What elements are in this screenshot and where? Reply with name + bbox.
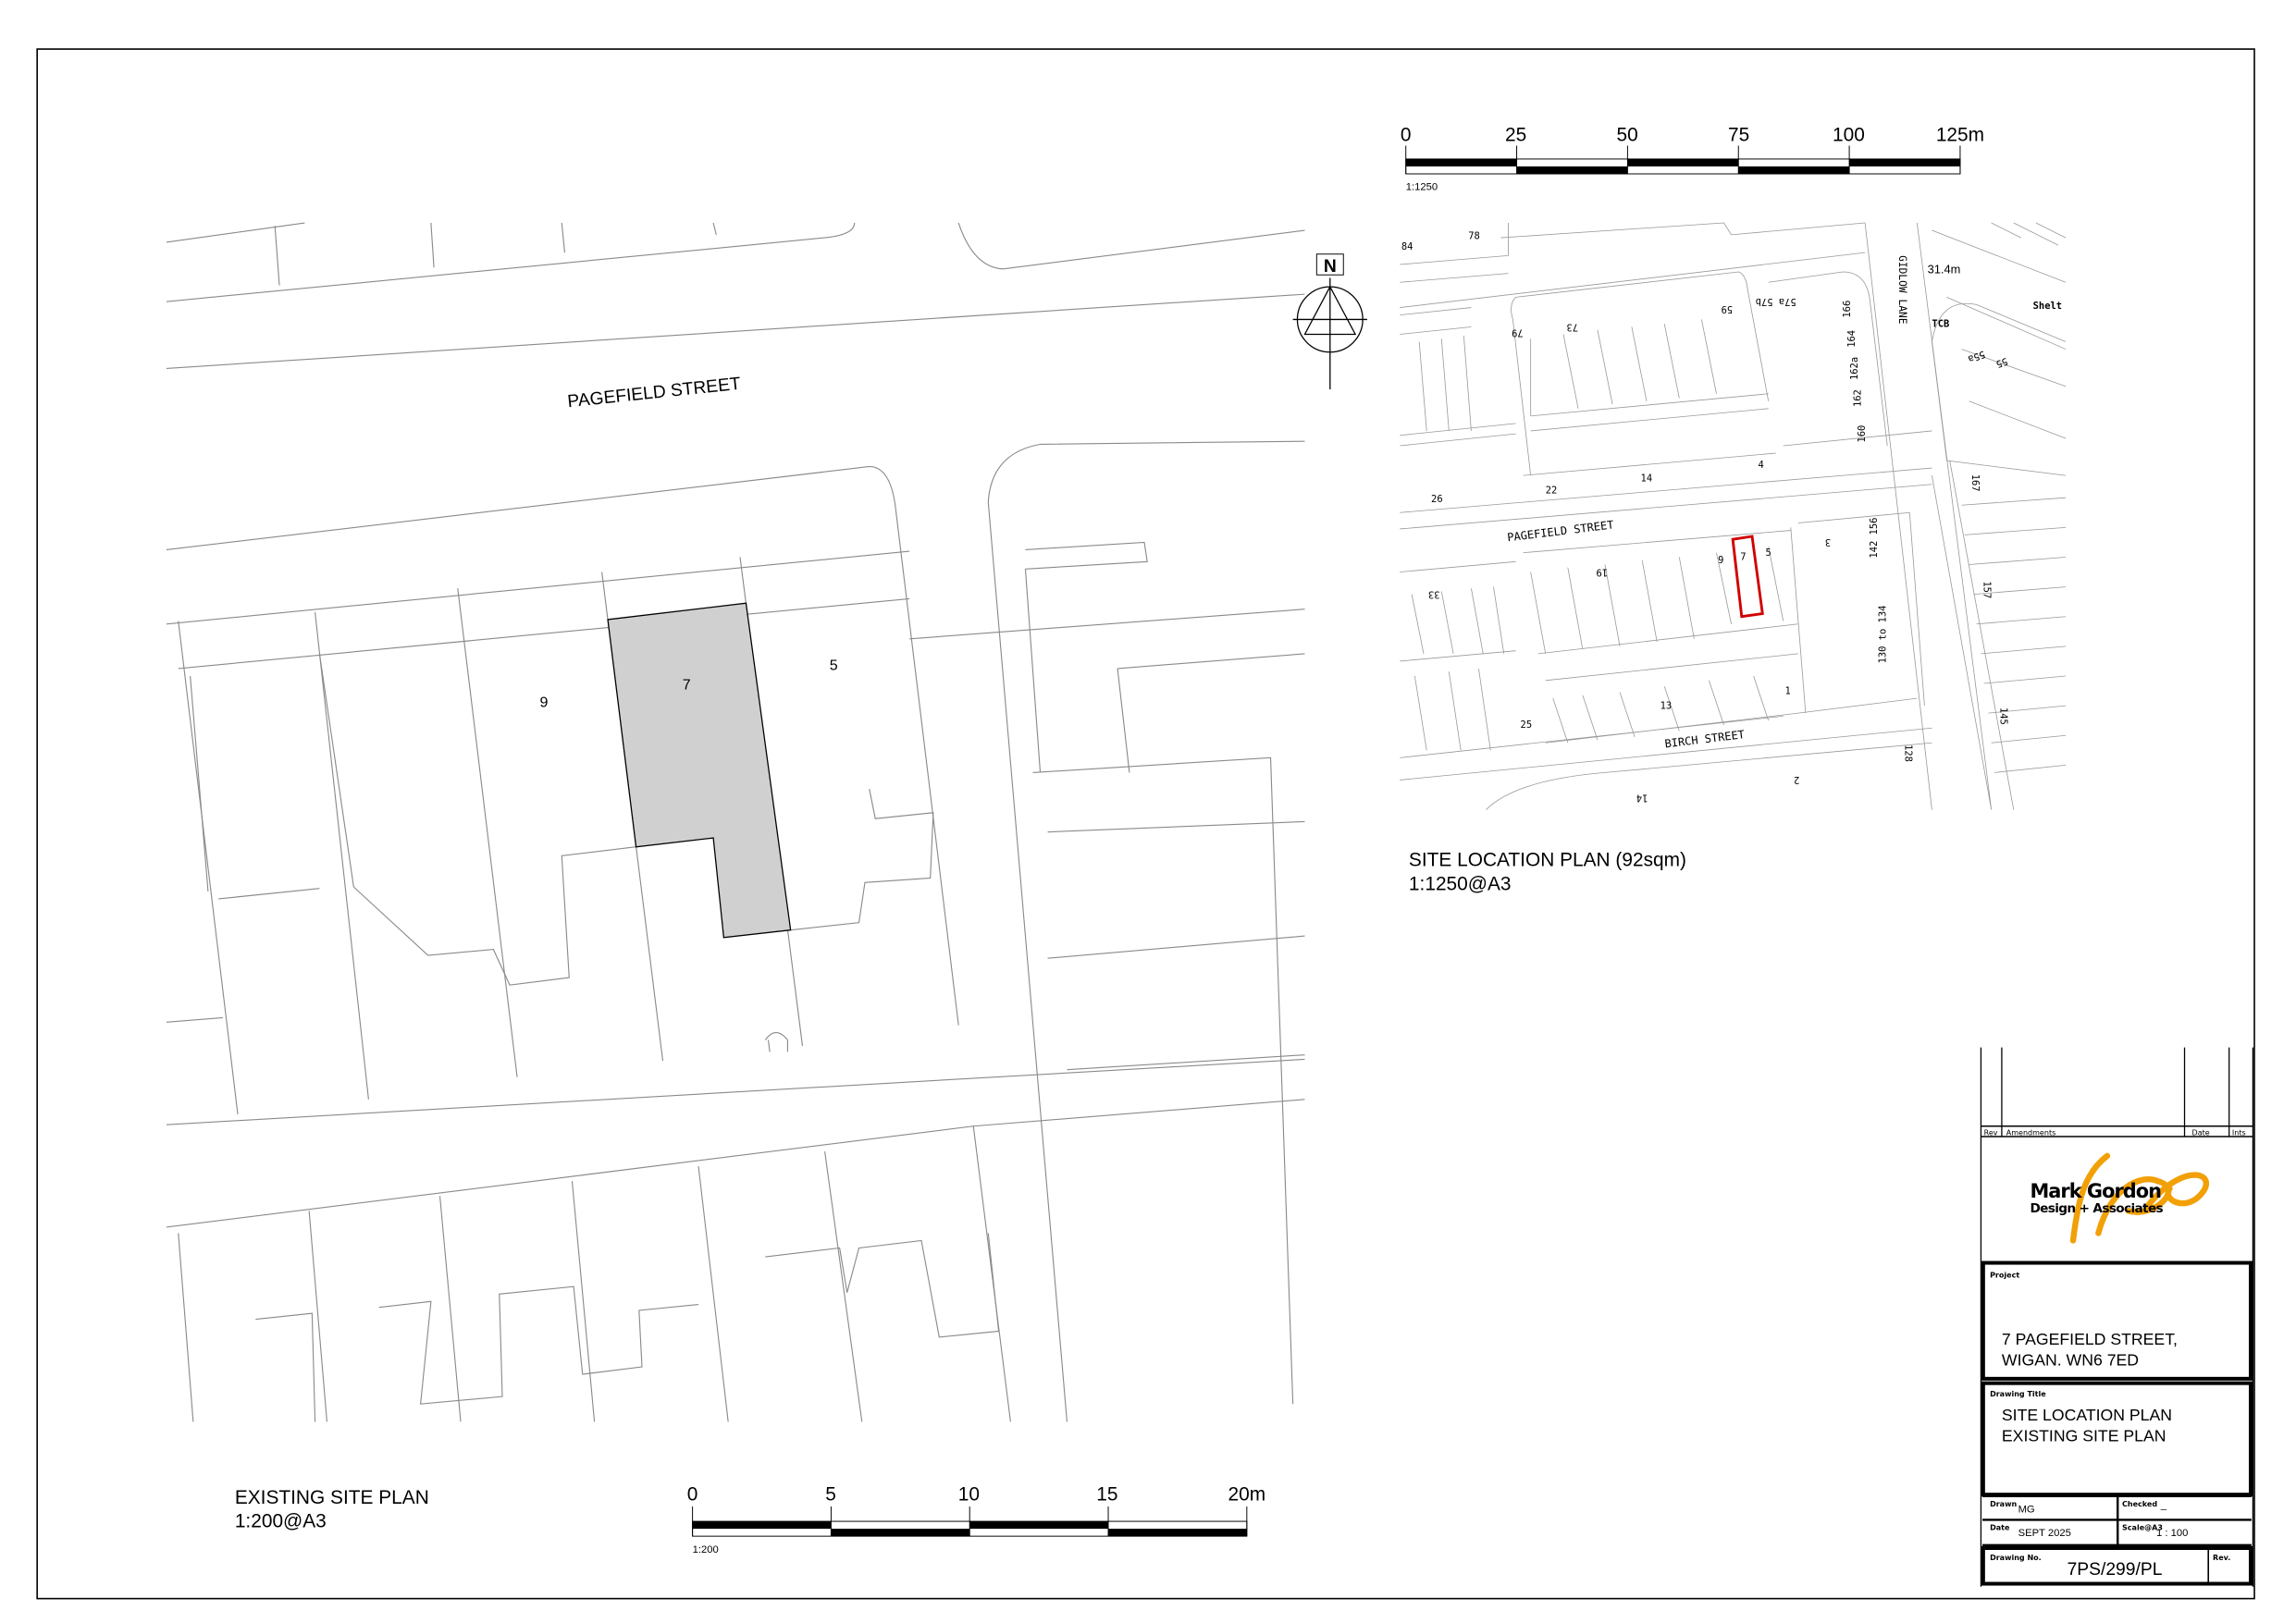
street-label-gidlow: GIDLOW LANE	[1896, 255, 1908, 325]
drawn-value: MG	[2018, 1504, 2035, 1515]
location-plan-scale: 1:1250@A3	[1409, 873, 1512, 894]
plot-label-7: 7	[683, 676, 691, 693]
map-label: 3	[1825, 536, 1831, 547]
map-label: 9	[1718, 555, 1723, 566]
map-label: 31.4m	[1928, 263, 1961, 277]
checked-label: Checked	[2122, 1500, 2157, 1508]
scale-tick: 125m	[1936, 125, 1984, 146]
location-map-linework	[1400, 222, 2067, 810]
rev-label: Rev.	[2213, 1554, 2230, 1562]
site-plan-scale: 1:200@A3	[235, 1510, 327, 1531]
sheet-border	[36, 48, 2255, 1600]
project-label: Project	[1990, 1272, 2019, 1280]
amend-header-date: Date	[2192, 1128, 2210, 1137]
scale-tick: 50	[1616, 125, 1637, 146]
street-label-pagefield-location: PAGEFIELD STREET	[1507, 518, 1615, 544]
map-label: 162a	[1849, 357, 1860, 380]
map-label: 59	[1722, 303, 1734, 314]
amend-header-rev: Rev	[1984, 1128, 1998, 1137]
location-plan-title: SITE LOCATION PLAN (92sqm)	[1409, 850, 1686, 871]
scale-tick: 0	[687, 1484, 698, 1506]
map-label: 166	[1842, 301, 1853, 318]
map-label: 79	[1512, 327, 1524, 338]
scale-ratio: 1:200	[693, 1544, 719, 1555]
location-scale-bar-1-1250: 0 25 50 75 100 125m 1:1250	[1401, 125, 1984, 193]
scale-tick: 5	[825, 1484, 836, 1506]
map-label: 57a 57b	[1756, 296, 1796, 307]
scale-tick: 20m	[1228, 1484, 1266, 1506]
map-label: 55	[1994, 355, 2009, 370]
map-label: 164	[1846, 330, 1858, 348]
scale-tick: 75	[1728, 125, 1749, 146]
map-label: 7	[1740, 552, 1746, 563]
map-label: 84	[1401, 241, 1413, 252]
map-label: 25	[1521, 719, 1533, 731]
map-label: 142 156	[1869, 518, 1880, 559]
map-label: 128	[1902, 744, 1913, 762]
plot-label-9: 9	[540, 695, 549, 711]
drawing-title-line1: SITE LOCATION PLAN	[2002, 1406, 2172, 1424]
scale-tick: 100	[1833, 125, 1865, 146]
site-location-outline	[1731, 535, 1764, 619]
site-plan-title: EXISTING SITE PLAN	[235, 1487, 429, 1508]
logo-line1: Mark Gordon	[2030, 1180, 2161, 1202]
logo-line2: Design + Associates	[2030, 1201, 2163, 1216]
map-label: 55a	[1967, 349, 1987, 365]
map-label: 13	[1660, 700, 1673, 711]
map-label: 167	[1969, 474, 1981, 492]
drawing-title-line2: EXISTING SITE PLAN	[2002, 1426, 2166, 1445]
map-label: 162	[1852, 389, 1863, 407]
map-label: 78	[1468, 231, 1480, 242]
scale-tick: 10	[958, 1484, 980, 1506]
logo-swash	[2069, 1152, 2209, 1244]
company-logo: Mark Gordon Design + Associates	[2030, 1152, 2209, 1244]
map-label: 160	[1857, 425, 1868, 443]
checked-value: _	[2160, 1500, 2167, 1511]
scale-ratio: 1:1250	[1406, 182, 1438, 193]
north-arrow-icon: N	[1292, 253, 1367, 389]
amend-header-ints: Ints	[2232, 1128, 2246, 1137]
existing-site-plan: PAGEFIELD STREET 9 7 5 N EXISTING SITE P…	[166, 222, 1367, 1555]
drawn-label: Drawn	[1990, 1500, 2017, 1508]
map-label: 14	[1636, 793, 1648, 804]
scale-tick: 0	[1401, 125, 1412, 146]
scale-tick: 15	[1096, 1484, 1117, 1506]
drawing-title-label: Drawing Title	[1990, 1390, 2046, 1398]
map-label: 145	[1997, 707, 2008, 725]
street-label-pagefield: PAGEFIELD STREET	[566, 375, 741, 412]
scale-label: Scale@A3	[2122, 1524, 2163, 1532]
drawing-no-label: Drawing No.	[1990, 1554, 2042, 1562]
map-label: 33	[1428, 588, 1440, 599]
scale-tick: 25	[1505, 125, 1526, 146]
amend-header-amendments: Amendments	[2006, 1128, 2056, 1137]
map-label: 22	[1546, 485, 1558, 496]
map-label: 1	[1784, 685, 1790, 696]
map-label: 19	[1596, 566, 1608, 577]
scale-value: 1 : 100	[2156, 1528, 2188, 1539]
date-label: Date	[1990, 1524, 2010, 1532]
site-location-plan: 0 25 50 75 100 125m 1:1250	[1400, 125, 2067, 894]
map-label: 4	[1758, 460, 1763, 471]
date-value: SEPT 2025	[2018, 1528, 2071, 1539]
drawing-no-value: 7PS/299/PL	[2068, 1560, 2163, 1580]
title-block: Rev Amendments Date Ints Mark Gordon Des…	[1980, 1047, 2254, 1587]
project-line2: WIGAN. WN6 7ED	[2002, 1350, 2139, 1369]
site-building-highlight	[607, 602, 792, 939]
map-label: TCB	[1932, 318, 1949, 329]
project-line1: 7 PAGEFIELD STREET,	[2002, 1330, 2178, 1348]
north-label: N	[1324, 257, 1337, 277]
map-label: 14	[1641, 473, 1653, 485]
map-label: Shelt	[2033, 301, 2062, 312]
map-label: 130 to 134	[1878, 606, 1889, 664]
site-plan-linework	[166, 222, 1305, 1422]
map-label: 157	[1981, 581, 1993, 598]
plot-label-5: 5	[830, 658, 838, 674]
scale-bar-1-200: 0 5 10 15 20m 1:200	[687, 1484, 1265, 1555]
location-map-labels: 84 78 79 73 59 57a 57b 166 164 162a 162 …	[1401, 231, 2062, 804]
map-label: 2	[1794, 774, 1799, 785]
map-label: 5	[1766, 547, 1771, 559]
map-label: 26	[1431, 494, 1443, 505]
map-label: 73	[1566, 321, 1578, 332]
